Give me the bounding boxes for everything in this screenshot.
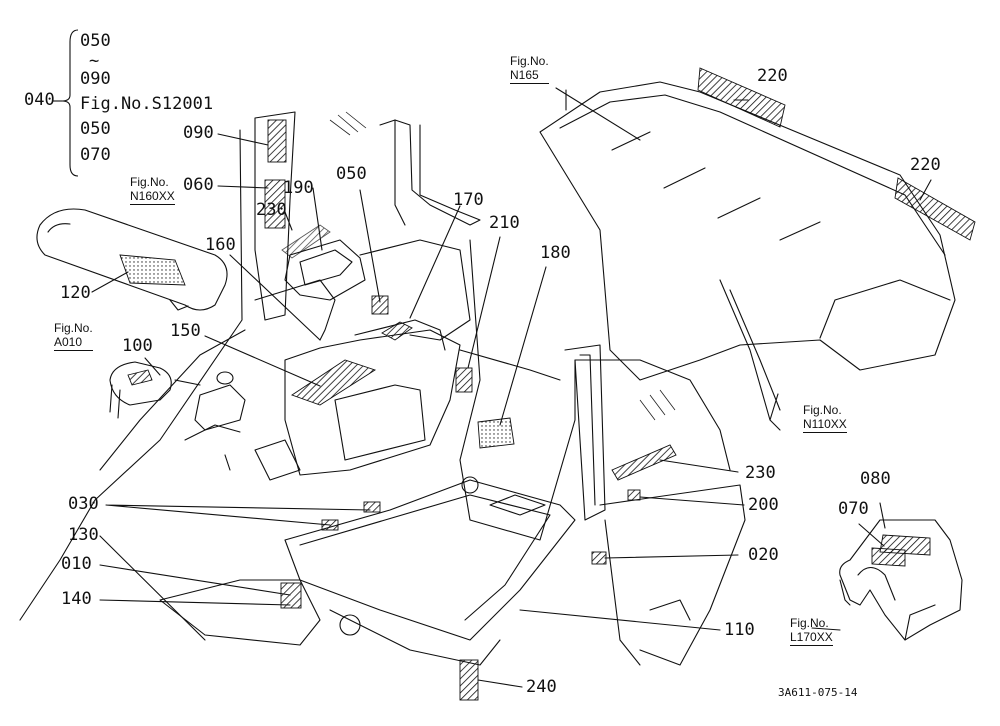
callout-180: 180 bbox=[540, 243, 571, 263]
legend-row: 050 bbox=[80, 119, 111, 139]
fender-cover bbox=[839, 519, 963, 641]
callout-200: 200 bbox=[748, 495, 779, 515]
decal-240 bbox=[459, 659, 479, 701]
decal-180 bbox=[477, 417, 515, 449]
fig-ref-n165: Fig.No. N165 bbox=[510, 54, 549, 84]
callout-110: 110 bbox=[724, 620, 755, 640]
lever-assembly bbox=[109, 361, 172, 406]
callout-210: 210 bbox=[489, 213, 520, 233]
legend-row: 070 bbox=[80, 145, 111, 165]
callout-230-top: 230 bbox=[256, 200, 287, 220]
decal-210 bbox=[455, 367, 473, 393]
decal-020 bbox=[591, 551, 607, 565]
fig-ref-prefix: Fig.No. bbox=[803, 403, 842, 417]
callout-030: 030 bbox=[68, 494, 99, 514]
callout-220-rear: 220 bbox=[910, 155, 941, 175]
decal-060 bbox=[264, 179, 286, 229]
decal-070 bbox=[871, 547, 906, 567]
decal-090 bbox=[267, 119, 287, 163]
fig-ref-number: A010 bbox=[54, 335, 93, 351]
dome-light-housing bbox=[284, 239, 366, 301]
decal-170 bbox=[381, 321, 413, 341]
callout-020: 020 bbox=[748, 545, 779, 565]
callout-080: 080 bbox=[860, 469, 891, 489]
callout-230-side: 230 bbox=[745, 463, 776, 483]
fig-ref-prefix: Fig.No. bbox=[54, 321, 93, 335]
legend-row: 090 bbox=[80, 69, 111, 89]
sun-visor bbox=[36, 208, 228, 311]
decal-150 bbox=[291, 359, 377, 406]
fig-ref-prefix: Fig.No. bbox=[130, 175, 169, 189]
callout-190: 190 bbox=[283, 178, 314, 198]
decal-100 bbox=[127, 369, 153, 386]
fig-ref-prefix: Fig.No. bbox=[510, 54, 549, 68]
fig-ref-prefix: Fig.No. bbox=[790, 616, 829, 630]
fig-ref-number: L170XX bbox=[790, 629, 833, 646]
decal-030b bbox=[363, 501, 381, 513]
callout-120: 120 bbox=[60, 283, 91, 303]
callout-130: 130 bbox=[68, 525, 99, 545]
fig-ref-a010: Fig.No. A010 bbox=[54, 321, 93, 351]
callout-060: 060 bbox=[183, 175, 214, 195]
decal-010 bbox=[280, 582, 302, 609]
callout-160: 160 bbox=[205, 235, 236, 255]
legend-parent: 040 bbox=[24, 90, 55, 110]
callout-010: 010 bbox=[61, 554, 92, 574]
roof-panel bbox=[539, 81, 956, 381]
callout-220-front: 220 bbox=[757, 66, 788, 86]
decal-200 bbox=[627, 489, 641, 501]
decal-220-rear bbox=[894, 177, 976, 241]
legend-row: 050 bbox=[80, 31, 111, 51]
legend-block: 040 050 ~ 090 Fig.No.S12001 050 070 bbox=[0, 0, 240, 190]
callout-100: 100 bbox=[122, 336, 153, 356]
callout-240: 240 bbox=[526, 677, 557, 697]
fig-ref-n110xx: Fig.No. N110XX bbox=[803, 403, 847, 433]
drawing-id: 3A611-075-14 bbox=[778, 686, 858, 699]
fig-ref-number: N165 bbox=[510, 68, 549, 84]
cabin-floor bbox=[284, 479, 576, 641]
fig-ref-n160xx: Fig.No. N160XX bbox=[130, 175, 175, 205]
callout-170: 170 bbox=[453, 190, 484, 210]
decal-230-side bbox=[611, 444, 677, 481]
fig-ref-number: N160XX bbox=[130, 188, 175, 205]
decal-230-top bbox=[281, 224, 331, 259]
callout-050: 050 bbox=[336, 164, 367, 184]
fig-ref-number: N110XX bbox=[803, 416, 847, 433]
decal-120 bbox=[119, 254, 186, 286]
decal-050 bbox=[371, 295, 389, 315]
legend-row: ~ bbox=[89, 51, 100, 71]
decal-030a bbox=[321, 519, 339, 531]
callout-140: 140 bbox=[61, 589, 92, 609]
left-pillar bbox=[254, 111, 296, 321]
callout-090: 090 bbox=[183, 123, 214, 143]
legend-row: Fig.No.S12001 bbox=[80, 94, 214, 114]
fig-ref-l170xx: Fig.No. L170XX bbox=[790, 616, 833, 646]
callout-070: 070 bbox=[838, 499, 869, 519]
callout-150: 150 bbox=[170, 321, 201, 341]
decal-220-front bbox=[697, 67, 786, 128]
